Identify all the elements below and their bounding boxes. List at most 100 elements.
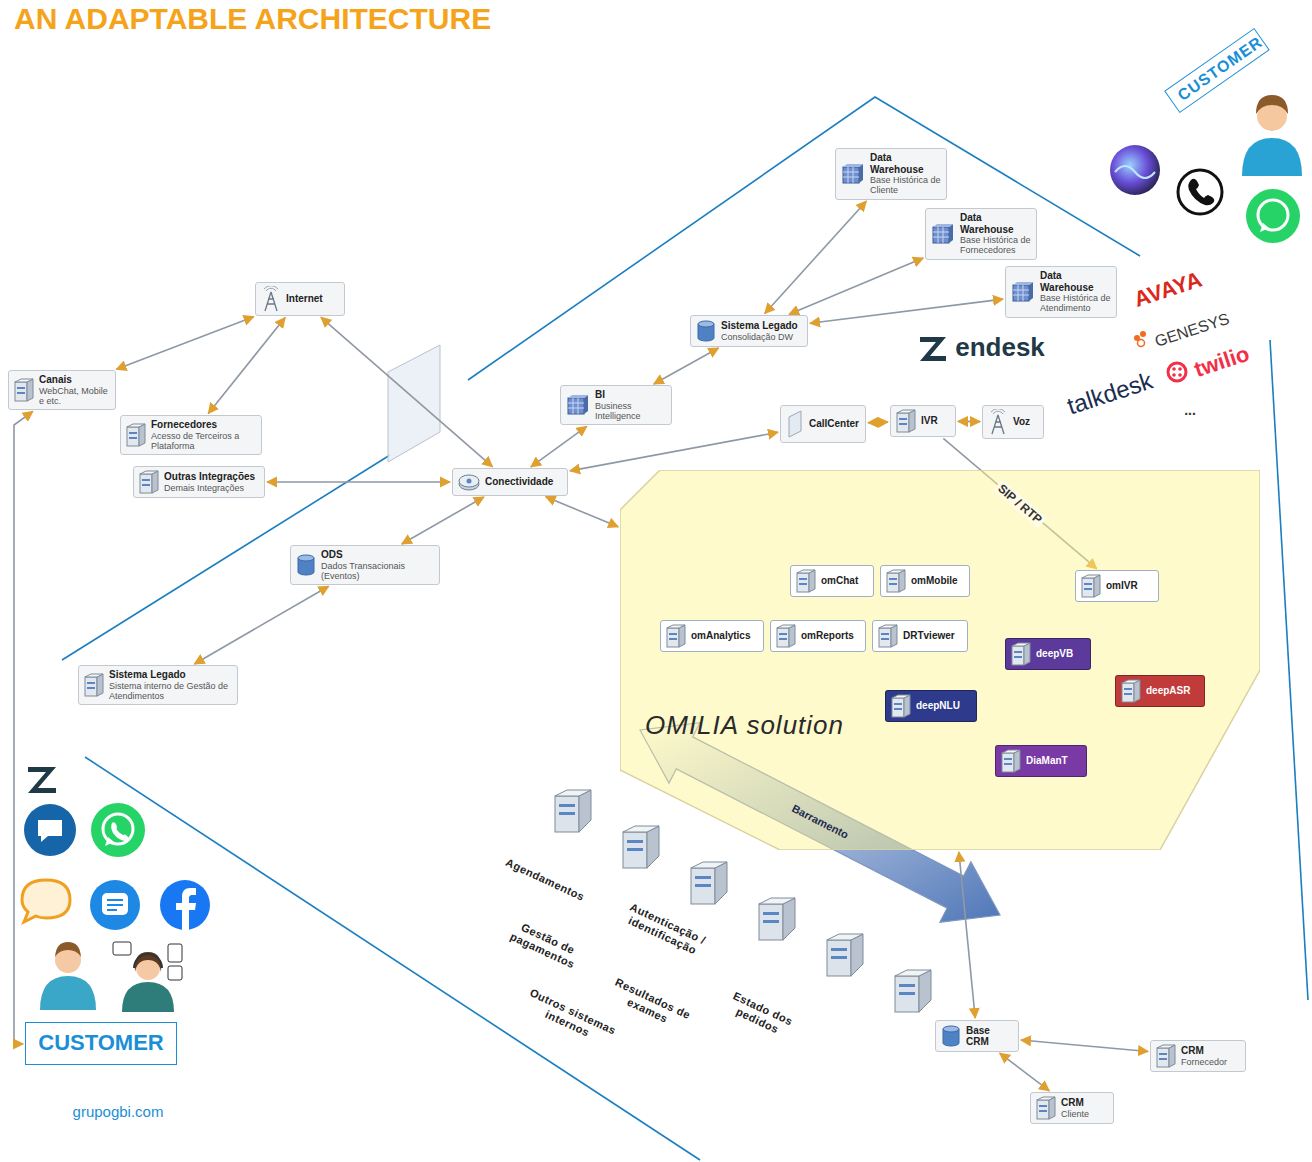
- drawing-part: [1039, 1105, 1047, 1107]
- component-name: deepASR: [1146, 685, 1199, 697]
- drawing-part: [695, 884, 711, 887]
- message-icon: [90, 880, 140, 930]
- drawing-part: [789, 625, 795, 647]
- component-name: BI: [595, 389, 666, 401]
- drawing-part: [887, 573, 899, 592]
- drawing-part: [1159, 1058, 1167, 1060]
- connector: [570, 432, 778, 471]
- drawing-part: [789, 411, 801, 437]
- drawing-part: [129, 432, 137, 434]
- drawing-part: [909, 410, 915, 432]
- drawing-part: [559, 804, 575, 807]
- drawing-part: [1024, 643, 1030, 665]
- drawing-part: [843, 167, 859, 183]
- component-icon: [941, 1024, 961, 1048]
- channel-icons: [22, 767, 210, 1012]
- component-icon: [1011, 281, 1035, 303]
- drawing-part: [892, 698, 904, 717]
- drawing-part: [1014, 656, 1022, 658]
- server: [827, 934, 863, 976]
- system-label: Gestão de pagamentos: [494, 912, 596, 978]
- whatsapp-tail: [1260, 223, 1269, 232]
- component-icon: [896, 409, 916, 433]
- drawing-part: [943, 1026, 959, 1032]
- agent-body: [122, 982, 174, 1012]
- component-name: Internet: [286, 293, 339, 305]
- twilio-dot: [1178, 367, 1182, 371]
- component-box: omReports: [770, 620, 866, 652]
- component-description: Sistema interno de Gestão de Atendimento…: [109, 681, 232, 702]
- whatsapp-tail: [105, 837, 114, 846]
- component-box: Data WarehouseBase Histórica de Cliente: [835, 148, 947, 200]
- component-text: omIVR: [1106, 580, 1153, 592]
- connector: [1000, 1053, 1050, 1091]
- component-text: omChat: [821, 575, 868, 587]
- drawing-part: [85, 677, 97, 696]
- drawing-part: [799, 578, 807, 580]
- drawing-part: [763, 920, 779, 923]
- drawing-part: [298, 555, 314, 561]
- component-box: CanaisWebChat, Mobile e etc.: [8, 370, 116, 410]
- component-box: Data WarehouseBase Histórica de Forneced…: [925, 208, 1037, 260]
- component-icon: [14, 378, 34, 402]
- component-description: Base Histórica de Cliente: [870, 175, 941, 196]
- server-icon: [84, 673, 104, 697]
- component-icon: [1001, 749, 1021, 773]
- system-label: Autenticação / identificação: [609, 894, 722, 965]
- engine-box: deepASR: [1115, 675, 1205, 707]
- database-icon: [941, 1024, 961, 1048]
- drawing-part: [1084, 588, 1092, 590]
- drawing-part: [887, 570, 905, 573]
- drawing-part: [897, 410, 915, 413]
- component-text: deepVB: [1036, 648, 1085, 660]
- component-name: ODS: [321, 549, 434, 561]
- component-text: Base CRM: [966, 1025, 1013, 1048]
- component-description: Dados Transacionais (Eventos): [321, 561, 434, 582]
- component-text: Sistema LegadoSistema interno de Gestão …: [109, 669, 232, 701]
- drawing-part: [797, 573, 809, 592]
- boundary-line: [85, 757, 700, 1160]
- drawing-part: [627, 848, 643, 851]
- drawing-part: [695, 876, 711, 879]
- server-icon: [1001, 749, 1021, 773]
- component-name: omIVR: [1106, 580, 1153, 592]
- component-icon: [891, 694, 911, 718]
- component-text: Data WarehouseBase Histórica de Forneced…: [960, 212, 1031, 256]
- component-icon: [776, 624, 796, 648]
- component-text: omAnalytics: [691, 630, 758, 642]
- component-icon: [841, 163, 865, 185]
- customer-label: CUSTOMER: [34, 1029, 168, 1058]
- server-icon: [891, 694, 911, 718]
- component-description: Acesso de Terceiros a Plataforma: [151, 431, 256, 452]
- drawing-part: [891, 625, 897, 647]
- connector: [959, 852, 975, 1018]
- component-icon: [84, 673, 104, 697]
- component-icon: [1036, 1096, 1056, 1120]
- component-text: CallCenter: [809, 418, 860, 430]
- drawing-part: [627, 840, 643, 843]
- component-box: Internet: [255, 282, 345, 316]
- connector: [14, 411, 33, 1044]
- component-description: Cliente: [1061, 1109, 1108, 1119]
- drawing-part: [889, 578, 897, 580]
- customer-label: CUSTOMER: [1174, 36, 1260, 104]
- drawing-part: [265, 292, 277, 311]
- drawing-part: [831, 948, 847, 951]
- drawing-part: [779, 638, 787, 640]
- drawing-part: [555, 796, 579, 832]
- server-icon: [796, 569, 816, 593]
- drawing-part: [1004, 763, 1012, 765]
- component-box: CRMFornecedor: [1150, 1040, 1246, 1072]
- facebook-icon: [160, 880, 210, 930]
- drawing-part: [1013, 285, 1029, 301]
- drawing-part: [831, 956, 847, 959]
- component-box: FornecedoresAcesso de Terceiros a Plataf…: [120, 415, 262, 455]
- drawing-part: [859, 164, 863, 183]
- drawing-part: [679, 625, 685, 647]
- component-box: omMobile: [880, 565, 970, 597]
- drawing-part: [1084, 583, 1092, 585]
- agent-hair: [135, 952, 161, 972]
- drawing-part: [667, 625, 685, 628]
- drawing-part: [623, 832, 647, 868]
